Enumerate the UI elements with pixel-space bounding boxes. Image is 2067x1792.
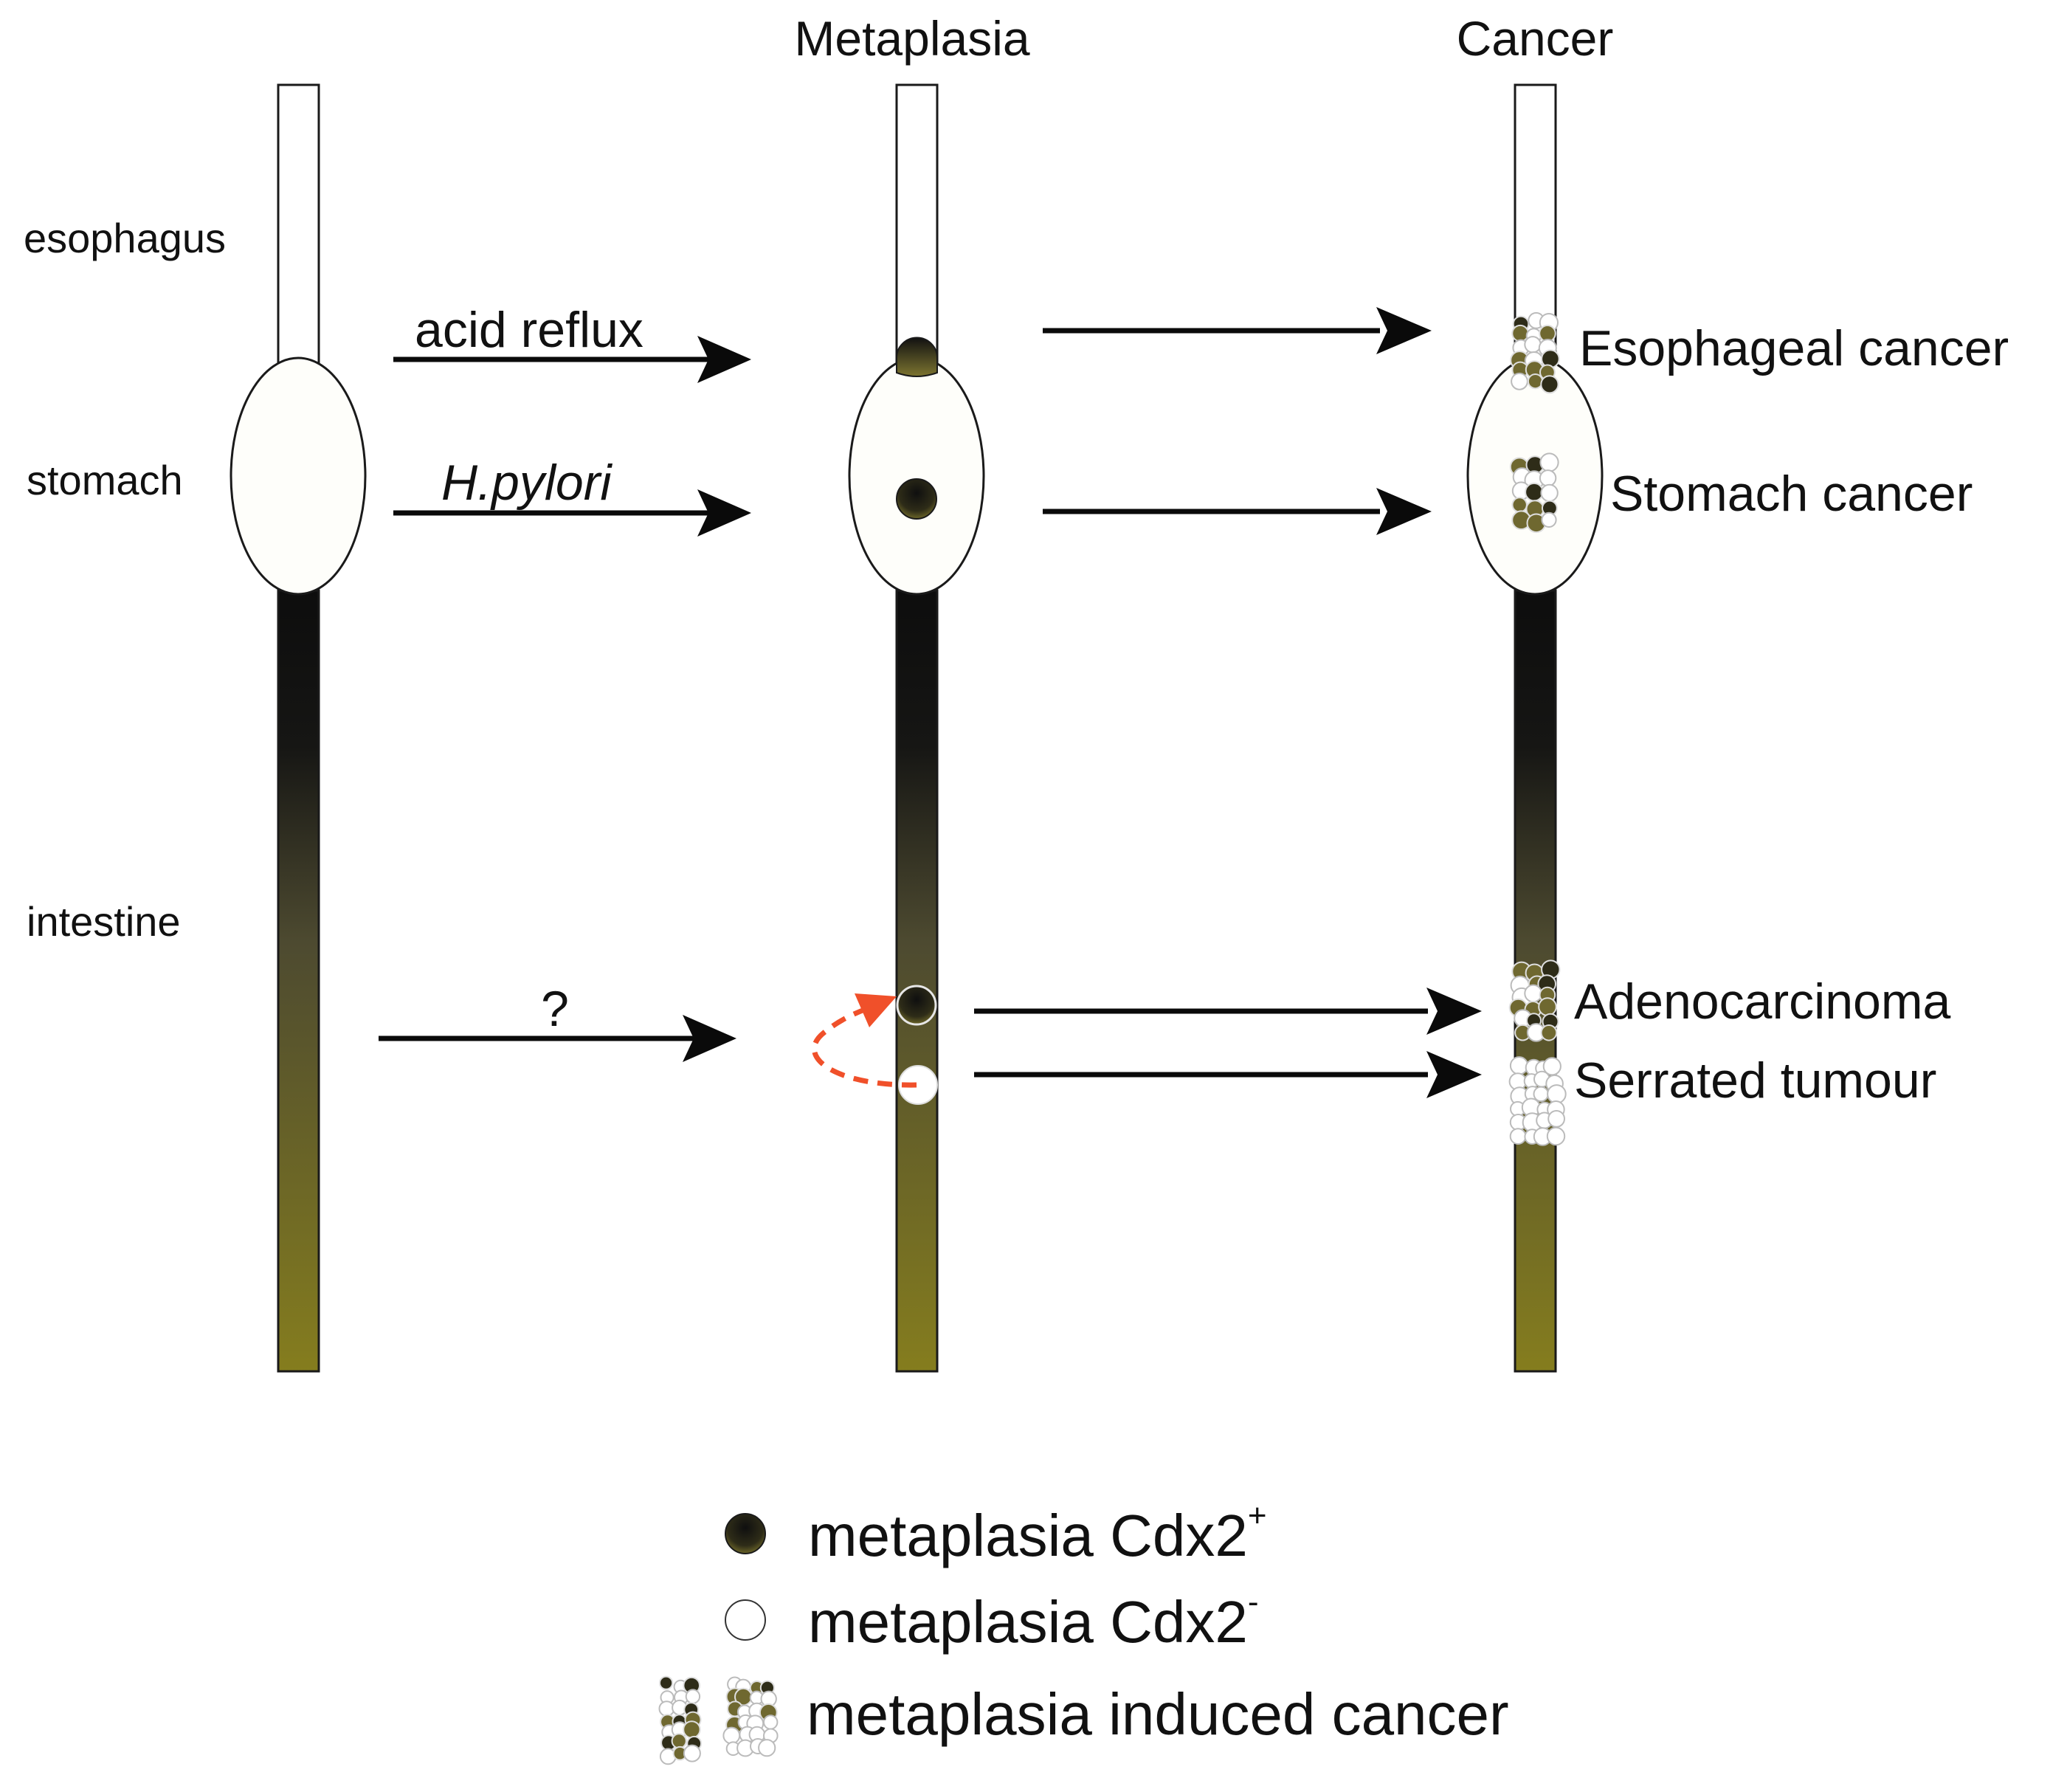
label-stomach-cancer: Stomach cancer: [1610, 466, 1973, 522]
arrow-head: [683, 1015, 736, 1062]
legend-cluster-light: [722, 1676, 779, 1757]
stomach-metaplasia-cdx2-pos: [896, 478, 937, 520]
legend-cluster-mixed: [658, 1675, 703, 1765]
label-stomach: stomach: [27, 457, 183, 503]
legend-label-induced-cancer: metaplasia induced cancer: [807, 1681, 1509, 1747]
dashed-arrow-head: [855, 993, 897, 1027]
cluster-cell: [1540, 375, 1559, 394]
intestine-tube: [277, 589, 320, 1373]
legend-label-cdx2-pos: metaplasia Cdx2+: [808, 1498, 1267, 1568]
cluster-cell: [1511, 324, 1529, 342]
arrow-head: [1376, 307, 1432, 354]
label-serrated-tumour: Serrated tumour: [1574, 1052, 1936, 1109]
stomach-shape: [848, 356, 985, 596]
esophagus-tube: [277, 83, 320, 374]
arrow-head: [1426, 1051, 1482, 1098]
esophagus-tube: [895, 83, 939, 374]
cluster-cell: [758, 1739, 776, 1757]
cluster-cell: [1538, 997, 1557, 1016]
cluster-cell: [1524, 984, 1543, 1003]
cluster-cell: [1511, 372, 1528, 390]
cluster-cell: [1539, 452, 1559, 472]
label-h-pylori: H.pylori: [441, 455, 612, 511]
label-unknown-trigger: ?: [541, 981, 569, 1037]
esophageal-cancer-cluster: [1510, 311, 1560, 394]
legend-icon-cdx2-pos: [725, 1513, 766, 1554]
legend-sup-minus: -: [1248, 1584, 1259, 1620]
serrated-tumour-cluster: [1508, 1056, 1567, 1146]
cluster-cell: [1527, 373, 1544, 390]
cancer-tract: [1466, 83, 1604, 1373]
legend-icon-induced-cancer: [658, 1675, 779, 1765]
cluster-cell: [683, 1744, 701, 1762]
label-intestine: intestine: [27, 898, 181, 945]
intestine-metaplasia-cdx2-neg: [898, 1065, 938, 1105]
esophagus-metaplasia-cdx2-pos: [896, 337, 938, 377]
stomach-shape: [230, 356, 367, 596]
cluster-cell: [1509, 1056, 1529, 1075]
stomach-cancer-cluster: [1509, 452, 1559, 534]
arrow-head: [697, 489, 751, 537]
legend-sup-plus: +: [1248, 1498, 1267, 1534]
cluster-cell: [1525, 482, 1544, 502]
cluster-cell: [1547, 1084, 1567, 1104]
header-metaplasia: Metaplasia: [794, 11, 1029, 66]
adenocarcinoma-cluster: [1508, 959, 1561, 1042]
cancer-clusters: [1508, 311, 1567, 1146]
cluster-cell: [1546, 1126, 1566, 1146]
header-cancer: Cancer: [1457, 11, 1614, 66]
label-esophagus: esophagus: [24, 215, 226, 261]
legend: metaplasia Cdx2+ metaplasia Cdx2- metapl…: [658, 1498, 1509, 1765]
cluster-cell: [683, 1720, 701, 1739]
cluster-cell: [763, 1715, 779, 1730]
intestine-tube: [895, 589, 939, 1373]
cluster-cell: [659, 1675, 674, 1690]
intestine-metaplasia-cdx2-pos: [896, 985, 937, 1026]
dashed-conversion-arrow: [811, 1004, 917, 1088]
arrow-head: [1376, 488, 1432, 535]
legend-icon-cdx2-neg: [725, 1599, 766, 1641]
cluster-cell: [1533, 1086, 1549, 1103]
cluster-cell: [1540, 1024, 1558, 1041]
cluster-cell: [685, 1689, 701, 1704]
metaplasia-tract: [811, 83, 985, 1373]
cluster-cell: [722, 1726, 741, 1745]
label-esophageal-cancer: Esophageal cancer: [1579, 320, 2009, 376]
trigger-arrows: [379, 336, 751, 1062]
label-adenocarcinoma: Adenocarcinoma: [1574, 973, 1950, 1030]
cluster-cell: [1539, 469, 1557, 487]
label-acid-reflux: acid reflux: [415, 302, 643, 358]
progression-arrows: [974, 307, 1482, 1098]
normal-tract: [230, 83, 367, 1373]
cluster-cell: [1511, 497, 1528, 513]
arrow-head: [1426, 988, 1482, 1035]
cluster-cell: [1524, 336, 1542, 354]
cluster-cell: [671, 1733, 687, 1749]
legend-label-cdx2-neg: metaplasia Cdx2-: [808, 1584, 1259, 1655]
arrow-head: [697, 336, 751, 383]
cluster-cell: [1509, 1128, 1527, 1145]
cluster-cell: [1547, 1110, 1566, 1128]
cluster-cell: [1541, 511, 1557, 528]
cluster-cell: [1540, 483, 1559, 503]
